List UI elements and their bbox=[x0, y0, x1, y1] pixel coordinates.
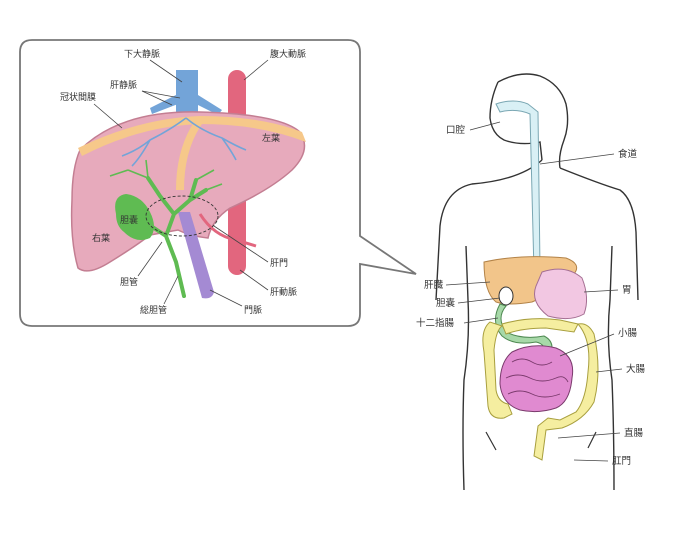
label-liver: 肝臓 bbox=[424, 280, 444, 291]
bile-ducts bbox=[146, 176, 208, 298]
hepatic-artery bbox=[198, 213, 257, 248]
esophagus-shape bbox=[495, 100, 541, 273]
label-coronary-ligament: 冠状間膜 bbox=[60, 91, 96, 103]
label-rectum: 直腸 bbox=[624, 427, 644, 439]
small-intestine-loops bbox=[505, 358, 569, 398]
label-hepatic-vein: 肝静脈 bbox=[110, 79, 137, 91]
label-common-bile-duct: 総胆管 bbox=[140, 304, 167, 316]
liver-callout: 下大静脈 腹大動脈 肝静脈 冠状間膜 左葉 右葉 胆嚢 胆管 総胆管 門脈 肝動… bbox=[19, 39, 417, 327]
label-left-lobe: 左葉 bbox=[262, 132, 280, 144]
body-stomach bbox=[534, 268, 588, 320]
hepatic-vein-branches bbox=[150, 95, 222, 115]
label-stomach: 胃 bbox=[622, 285, 632, 296]
label-bile-duct: 胆管 bbox=[120, 276, 138, 288]
falciform-ligament bbox=[176, 122, 202, 190]
label-right-lobe: 右葉 bbox=[92, 232, 110, 244]
torso-sides bbox=[462, 245, 615, 491]
label-hepatic-artery: 肝動脈 bbox=[270, 286, 297, 298]
label-gallbladder: 胆嚢 bbox=[120, 214, 138, 226]
body-large-intestine bbox=[482, 318, 599, 461]
bile-capillaries bbox=[109, 159, 223, 191]
body-small-intestine bbox=[499, 345, 574, 413]
label-aorta: 腹大動脈 bbox=[270, 48, 306, 60]
ivc-vessel bbox=[176, 70, 198, 120]
porta-hepatis-outline bbox=[145, 195, 219, 237]
gallbladder-shape bbox=[115, 194, 154, 240]
intrahepatic-veins bbox=[121, 117, 247, 167]
label-porta-hepatis: 肝門 bbox=[270, 258, 288, 269]
body-figure: 口腔 食道 肝臓 胃 胆嚢 十二指腸 小腸 大腸 直腸 肛門 bbox=[416, 73, 646, 491]
label-gallbladder: 胆嚢 bbox=[436, 297, 456, 309]
coronary-ligament bbox=[78, 116, 306, 156]
body-gallbladder bbox=[498, 286, 514, 306]
torso-outline bbox=[435, 159, 639, 301]
label-large-intestine: 大腸 bbox=[626, 363, 646, 375]
label-anus: 肛門 bbox=[612, 456, 631, 467]
label-esophagus: 食道 bbox=[618, 148, 638, 160]
portal-vein bbox=[178, 212, 214, 299]
head-outline bbox=[489, 73, 569, 169]
label-mouth: 口腔 bbox=[446, 124, 466, 136]
label-duodenum: 十二指腸 bbox=[416, 317, 455, 329]
label-small-intestine: 小腸 bbox=[618, 328, 638, 339]
label-ivc: 下大静脈 bbox=[124, 48, 160, 60]
label-portal-vein: 門脈 bbox=[244, 304, 262, 316]
